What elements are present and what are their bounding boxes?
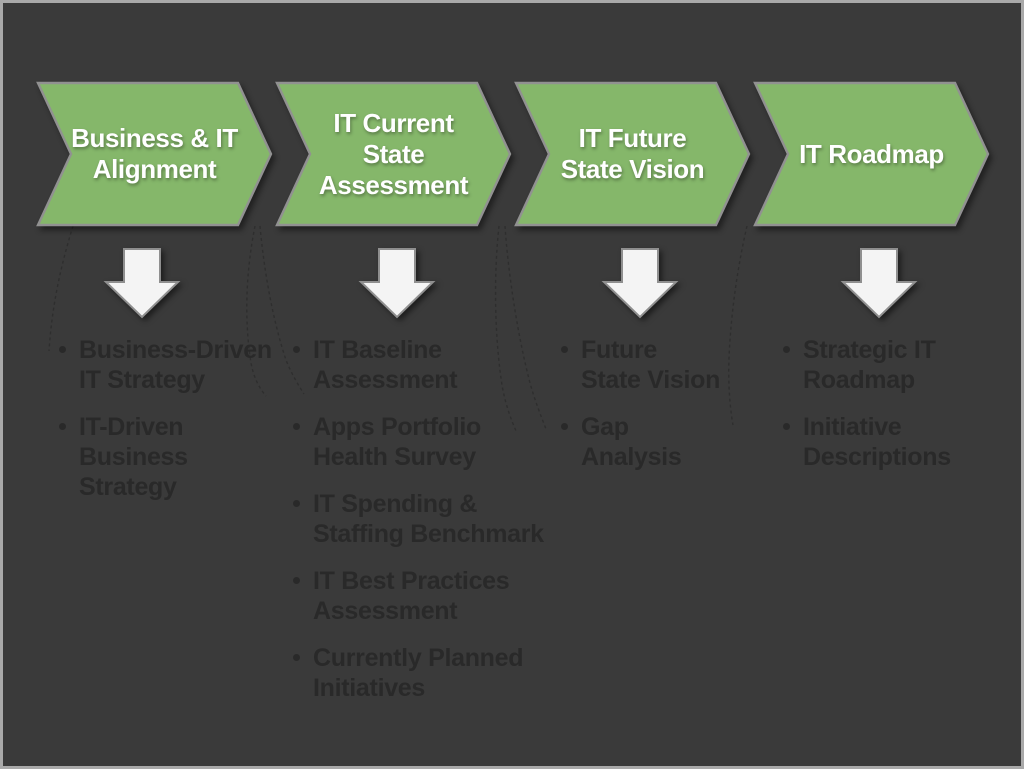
list-item: Future State Vision xyxy=(561,335,767,395)
chevron-shape xyxy=(514,81,751,227)
stage-chevron-it-current-state-assessment: IT Current State Assessment xyxy=(275,81,512,227)
chevron-polygon xyxy=(753,81,990,227)
stage-label: Business & IT Alignment xyxy=(71,123,238,184)
chevron-shape xyxy=(36,81,273,227)
stage-bullets-it-current-state-assessment: IT Baseline Assessment Apps Portfolio He… xyxy=(293,335,575,720)
stage-label: IT Current State Assessment xyxy=(318,107,469,200)
list-item: Strategic IT Roadmap xyxy=(783,335,1001,395)
list-item: Business-Driven IT Strategy xyxy=(59,335,287,395)
bullet-label: IT-Driven Business Strategy xyxy=(79,413,188,501)
process-flow: Business & IT Alignment IT Current State… xyxy=(36,81,990,227)
down-arrow-icon xyxy=(103,248,181,319)
bullet-label: Initiative Descriptions xyxy=(803,413,951,471)
list-item: Gap Analysis xyxy=(561,412,767,472)
down-arrow-polygon xyxy=(358,248,436,319)
chevron-polygon xyxy=(36,81,273,227)
bullet-icon xyxy=(293,346,300,353)
bullet-icon xyxy=(783,423,790,430)
down-arrow-polygon xyxy=(840,248,918,319)
bullet-icon xyxy=(293,500,300,507)
stage-chevron-business-it-alignment: Business & IT Alignment xyxy=(36,81,273,227)
bullet-label: Gap Analysis xyxy=(581,413,682,471)
bullet-label: Currently Planned Initiatives xyxy=(313,644,524,702)
list-item: IT Spending & Staffing Benchmark xyxy=(293,489,575,549)
bullet-icon xyxy=(561,423,568,430)
stage-label: IT Future State Vision xyxy=(560,123,705,184)
down-arrow-icon xyxy=(358,248,436,319)
stage-chevron-it-roadmap: IT Roadmap xyxy=(753,81,990,227)
bullet-label: Strategic IT Roadmap xyxy=(803,336,936,394)
bullet-icon xyxy=(293,654,300,661)
list-item: IT Best Practices Assessment xyxy=(293,566,575,626)
stage-bullets-business-it-alignment: Business-Driven IT Strategy IT-Driven Bu… xyxy=(59,335,287,519)
bullet-label: Apps Portfolio Health Survey xyxy=(313,413,482,471)
bullet-label: IT Spending & Staffing Benchmark xyxy=(313,490,544,548)
down-arrow-polygon xyxy=(103,248,181,319)
bullet-label: Business-Driven IT Strategy xyxy=(79,336,272,394)
down-arrow-icon xyxy=(601,248,679,319)
chevron-polygon xyxy=(514,81,751,227)
list-item: IT-Driven Business Strategy xyxy=(59,412,287,502)
bullet-icon xyxy=(59,346,66,353)
stage-label: IT Roadmap xyxy=(799,138,944,169)
chevron-shape xyxy=(753,81,990,227)
list-item: Currently Planned Initiatives xyxy=(293,643,575,703)
down-arrow-polygon xyxy=(601,248,679,319)
bullet-icon xyxy=(561,346,568,353)
bullet-icon xyxy=(783,346,790,353)
bullet-icon xyxy=(59,423,66,430)
bullet-icon xyxy=(293,423,300,430)
stage-bullets-it-roadmap: Strategic IT Roadmap Initiative Descript… xyxy=(783,335,1001,489)
list-item: Initiative Descriptions xyxy=(783,412,1001,472)
stage-chevron-it-future-state-vision: IT Future State Vision xyxy=(514,81,751,227)
decorative-curve xyxy=(48,225,74,352)
down-arrow-icon xyxy=(840,248,918,319)
bullet-label: IT Best Practices Assessment xyxy=(313,567,510,625)
list-item: IT Baseline Assessment xyxy=(293,335,575,395)
bullet-icon xyxy=(293,577,300,584)
stage-bullets-it-future-state-vision: Future State Vision Gap Analysis xyxy=(561,335,767,489)
bullet-label: Future State Vision xyxy=(581,336,721,394)
chevron-shape xyxy=(275,81,512,227)
bullet-label: IT Baseline Assessment xyxy=(313,336,458,394)
chevron-polygon xyxy=(275,81,512,227)
list-item: Apps Portfolio Health Survey xyxy=(293,412,575,472)
